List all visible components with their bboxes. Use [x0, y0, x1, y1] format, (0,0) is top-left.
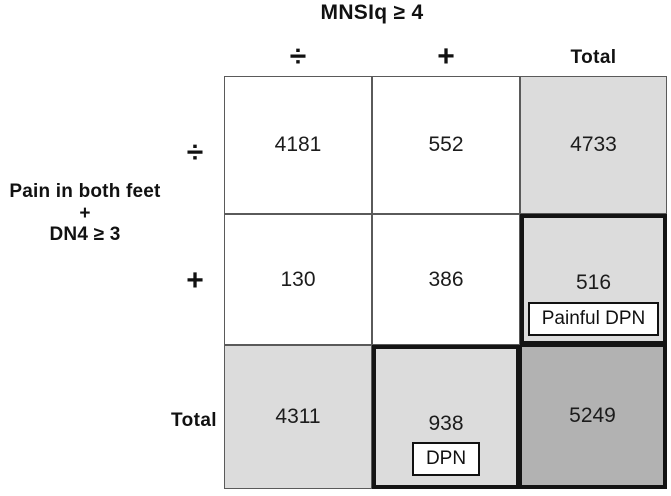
dpn-annotation-box: DPN — [411, 442, 481, 476]
cell-pos-pos: 386 — [372, 214, 520, 345]
row-group-label-line3: DN4 ≥ 3 — [49, 224, 121, 245]
row-header-total: Total — [171, 410, 217, 431]
row-group-label: Pain in both feet + DN4 ≥ 3 — [2, 181, 168, 246]
column-header-negative: ÷ — [289, 40, 307, 73]
cell-total-pos-dpn: 938 DPN — [372, 345, 520, 489]
cell-total-neg: 4311 — [224, 345, 372, 489]
row-group-label-line1: Pain in both feet — [9, 181, 161, 202]
cell-neg-neg: 4181 — [224, 76, 372, 214]
cell-pos-total-value: 516 — [575, 271, 612, 294]
cell-pos-neg: 130 — [224, 214, 372, 345]
column-header-total: Total — [570, 47, 617, 68]
cell-total-pos-value: 938 — [428, 412, 464, 435]
cell-neg-total: 4733 — [520, 76, 667, 214]
cell-grand-total: 5249 — [520, 345, 667, 489]
figure-title: MNSIq ≥ 4 — [320, 1, 424, 24]
painful-dpn-annotation-box: Painful DPN — [527, 302, 660, 336]
cell-neg-pos: 552 — [372, 76, 520, 214]
row-header-positive: + — [186, 264, 204, 297]
column-header-positive: + — [437, 40, 455, 73]
row-header-negative: ÷ — [186, 136, 204, 169]
cell-pos-total-painful-dpn: 516 Painful DPN — [520, 214, 667, 345]
row-group-label-line2: + — [79, 203, 91, 224]
